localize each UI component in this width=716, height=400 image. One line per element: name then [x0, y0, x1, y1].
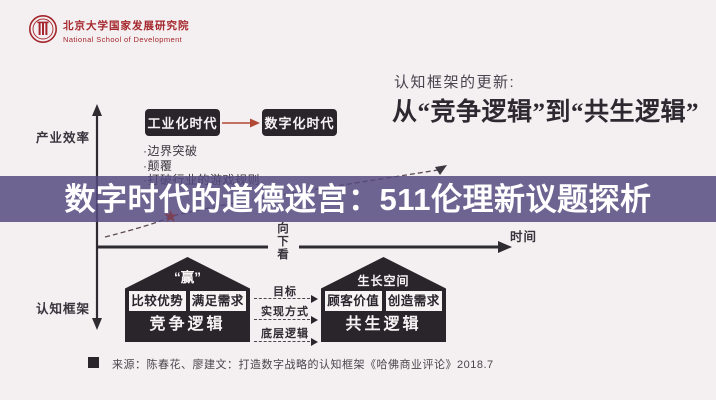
house-competition: “赢” 比较优势 满足需求 竞争逻辑	[125, 257, 250, 342]
up-arrowhead-icon	[92, 104, 102, 116]
era-box-digital: 数字化时代	[262, 109, 337, 136]
era-arrowhead-icon	[250, 118, 260, 128]
logo-text-block: 北京大学国家发展研究院 National School of Developme…	[63, 18, 190, 44]
heading-title: 从“竞争逻辑”到“共生逻辑”	[392, 99, 700, 126]
cell-create-demand: 创造需求	[385, 291, 442, 311]
bridge-label-method: 实现方式	[261, 306, 309, 318]
source-citation: 来源：陈春花、廖建文：打造数字战略的认知框架《哈佛商业评论》2018.7	[112, 359, 494, 371]
era-bullet-2: ·颠覆	[143, 158, 173, 173]
x-axis-label-time: 时间	[510, 230, 538, 244]
house-symbiosis-cells: 顾客价值 创造需求	[325, 291, 442, 311]
overlay-title: 数字时代的道德迷宫：511伦理新议题探析	[64, 182, 652, 217]
house-symbiosis: 生长空间 顾客价值 创造需求 共生逻辑	[321, 257, 446, 342]
house-symbiosis-roof-label: 生长空间	[357, 274, 410, 288]
source-bullet-square	[88, 357, 99, 368]
look-down-note: 向下看	[277, 223, 289, 261]
cell-satisfy-demand: 满足需求	[189, 291, 246, 311]
era-bullet-1: ·边界突破	[143, 144, 198, 158]
bridge-column: 目标 实现方式 底层逻辑	[252, 283, 318, 347]
heading-kicker: 认知框架的更新:	[394, 74, 516, 91]
pku-seal-icon	[29, 15, 57, 43]
bridge-arrow-1	[254, 294, 318, 303]
house-competition-roof-label: “赢”	[174, 270, 201, 285]
bridge-arrow-2	[254, 315, 318, 324]
y-axis-label-framework: 认知框架	[36, 302, 91, 316]
cell-comparative-advantage: 比较优势	[129, 291, 186, 311]
logo-en-name: National School of Development	[63, 35, 183, 44]
era-box-industrial: 工业化时代	[145, 109, 220, 136]
curve-arrowhead-icon	[435, 165, 447, 175]
house-symbiosis-base-label: 共生逻辑	[345, 316, 422, 333]
cell-customer-value: 顾客价值	[325, 291, 382, 311]
bridge-arrow-3	[254, 337, 318, 346]
y-axis-label-efficiency: 产业效率	[36, 131, 91, 145]
bridge-label-logic: 底层逻辑	[261, 328, 309, 340]
bridge-label-goal: 目标	[273, 286, 297, 298]
house-competition-base-label: 竞争逻辑	[149, 316, 226, 333]
star-icon: ★	[163, 207, 179, 226]
logo-cn-name: 北京大学国家发展研究院	[63, 20, 190, 32]
down-arrowhead-icon	[92, 318, 102, 330]
house-competition-cells: 比较优势 满足需求	[129, 291, 246, 311]
